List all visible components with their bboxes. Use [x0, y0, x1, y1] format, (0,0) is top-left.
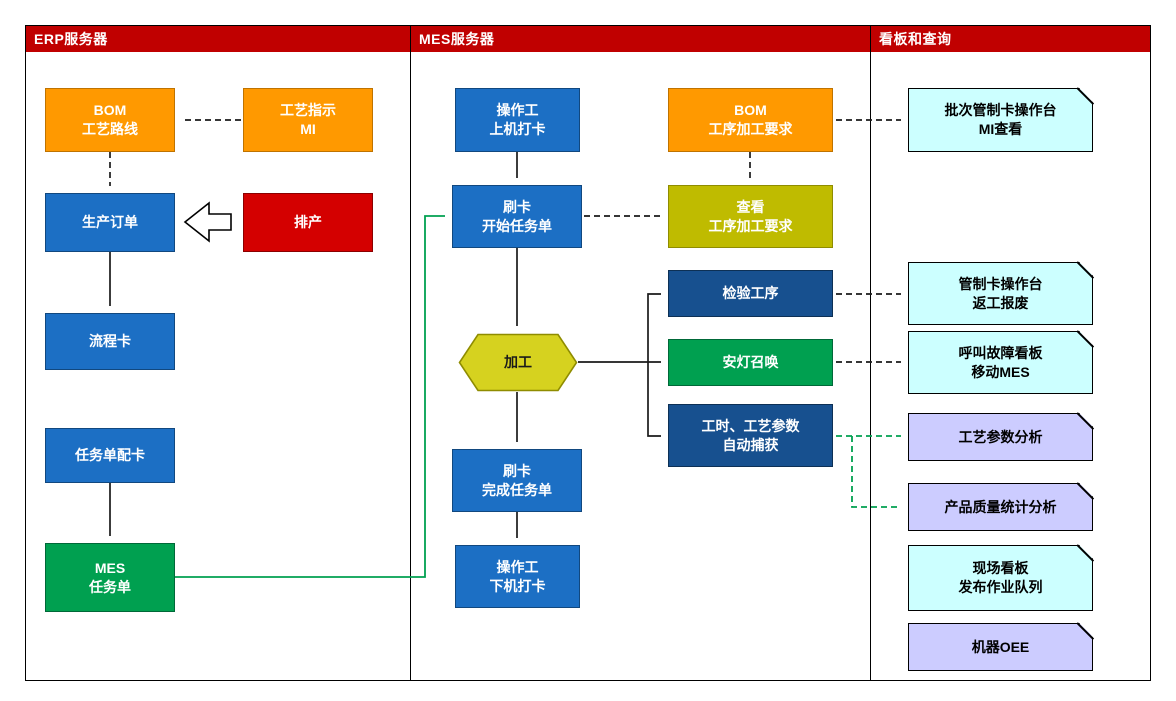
- note-site-board: 现场看板 发布作业队列: [908, 544, 1094, 611]
- node-label: BOM: [734, 102, 767, 118]
- note-rework: 管制卡操作台 返工报废: [908, 261, 1094, 325]
- node-label: 任务单: [89, 578, 131, 595]
- note-label: 现场看板: [972, 560, 1029, 576]
- node-label: 工时、工艺参数: [701, 417, 800, 434]
- note-label: 呼叫故障看板: [958, 344, 1043, 361]
- note-label: 返工报废: [972, 294, 1029, 311]
- node-label: 工序加工要求: [708, 121, 793, 137]
- node-label: 刷卡: [503, 462, 531, 479]
- flow-card-node: 流程卡: [45, 313, 175, 370]
- scheduling-node: 排产: [243, 193, 373, 252]
- node-label: BOM: [93, 102, 127, 118]
- bom-route-node: BOM 工艺路线: [45, 88, 175, 152]
- node-label: 操作工: [496, 102, 539, 118]
- hexagon-shape: [458, 333, 578, 392]
- note-fault: 呼叫故障看板 移动MES: [908, 330, 1094, 394]
- node-label: MES: [94, 559, 126, 576]
- node-label: 检验工序: [722, 285, 779, 301]
- processing-hexagon-node: 加工: [458, 333, 578, 392]
- connector-processing-to-auto-capture: [647, 362, 661, 437]
- task-card-assign-node: 任务单配卡: [45, 428, 175, 483]
- node-label: 流程卡: [89, 333, 131, 349]
- auto-capture-node: 工时、工艺参数 自动捕获: [668, 404, 833, 467]
- node-label: 上机打卡: [489, 121, 546, 137]
- mes-task-node: MES 任务单: [45, 543, 175, 612]
- node-label: 刷卡: [503, 198, 531, 215]
- swipe-start-node: 刷卡 开始任务单: [452, 185, 582, 248]
- note-label: 移动MES: [971, 363, 1030, 380]
- inspection-node: 检验工序: [668, 270, 833, 317]
- connector-processing-to-inspection: [647, 293, 661, 362]
- lane-mes-header: MES服务器: [411, 26, 870, 52]
- node-label: 完成任务单: [482, 481, 552, 498]
- node-label: 自动捕获: [722, 436, 779, 453]
- node-label: 安灯召唤: [722, 354, 779, 370]
- note-label: 机器OEE: [971, 638, 1030, 655]
- node-label: 工序加工要求: [708, 217, 793, 234]
- note-batch-mi: 批次管制卡操作台 MI查看: [908, 87, 1094, 152]
- note-label: 批次管制卡操作台: [944, 102, 1057, 118]
- andon-node: 安灯召唤: [668, 339, 833, 386]
- clock-out-node: 操作工 下机打卡: [455, 545, 580, 608]
- note-param-analysis: 工艺参数分析: [908, 412, 1094, 461]
- clock-in-node: 操作工 上机打卡: [455, 88, 580, 152]
- block-arrow-scheduling-to-order: [183, 201, 232, 243]
- note-quality: 产品质量统计分析: [908, 482, 1094, 531]
- production-order-node: 生产订单: [45, 193, 175, 252]
- node-label: 操作工: [496, 558, 539, 575]
- lane-erp-header: ERP服务器: [26, 26, 410, 52]
- node-label: 排产: [294, 214, 322, 230]
- node-label: 任务单配卡: [75, 447, 145, 463]
- node-label: 加工: [504, 354, 532, 370]
- note-oee: 机器OEE: [908, 622, 1094, 671]
- note-label: 产品质量统计分析: [944, 498, 1057, 515]
- connector-capture-to-quality-note: [851, 436, 901, 508]
- node-label: 工艺指示: [280, 102, 336, 118]
- connector-mes-task-to-swipe-start: [175, 215, 445, 578]
- node-label: MI: [300, 121, 316, 137]
- node-label: 开始任务单: [482, 217, 552, 234]
- view-req-node: 查看 工序加工要求: [668, 185, 833, 248]
- node-label: 生产订单: [82, 214, 138, 230]
- mi-node: 工艺指示 MI: [243, 88, 373, 152]
- note-label: 发布作业队列: [958, 579, 1043, 595]
- node-label: 查看: [736, 198, 765, 215]
- note-label: 工艺参数分析: [958, 428, 1043, 445]
- note-label: MI查看: [978, 121, 1023, 137]
- node-label: 工艺路线: [82, 121, 138, 137]
- note-label: 管制卡操作台: [958, 275, 1043, 292]
- node-label: 下机打卡: [489, 577, 546, 594]
- bom-req-node: BOM 工序加工要求: [668, 88, 833, 152]
- swipe-finish-node: 刷卡 完成任务单: [452, 449, 582, 512]
- lane-kanban-header: 看板和查询: [871, 26, 1150, 52]
